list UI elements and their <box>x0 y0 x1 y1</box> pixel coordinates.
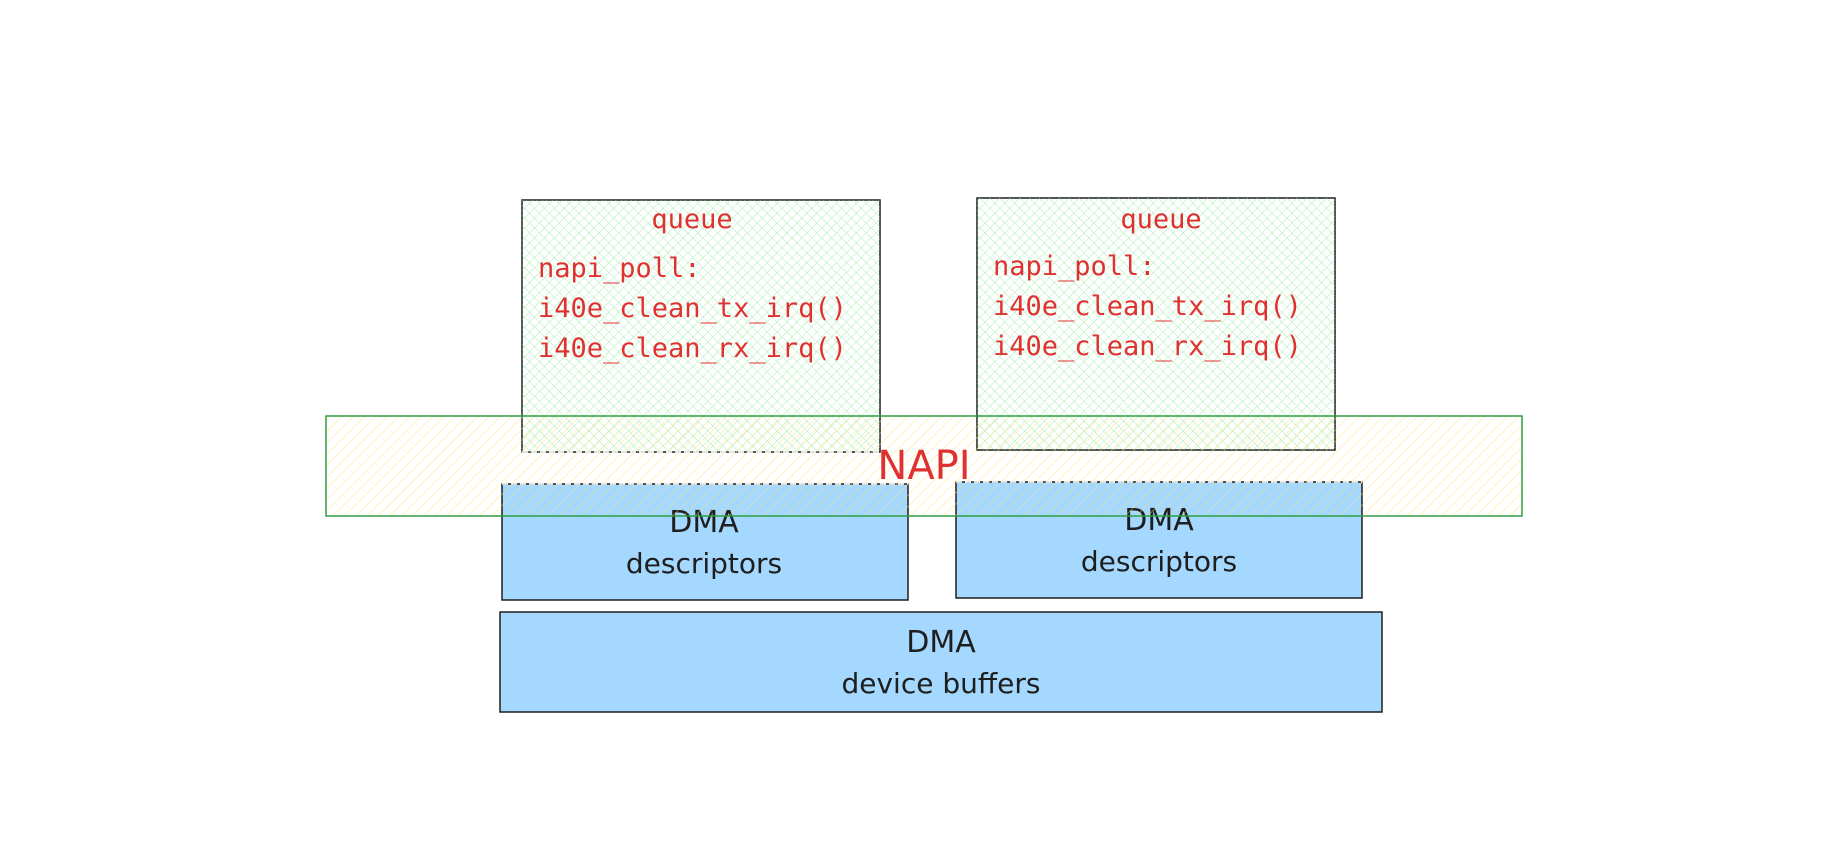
dma-descriptors-left-line2: descriptors <box>626 547 782 580</box>
queue-right-line-2: i40e_clean_tx_irq() <box>993 291 1302 322</box>
queue-hatch-left <box>522 200 880 452</box>
queue-left-line-1: napi_poll: <box>538 253 701 284</box>
queue-left-line-3: i40e_clean_rx_irq() <box>538 333 847 364</box>
queue-right-title: queue <box>1120 204 1201 235</box>
dma-device-buffers-box: DMA device buffers <box>499 611 1383 713</box>
queue-box-right: queue napi_poll: i40e_clean_tx_irq() i40… <box>976 197 1336 451</box>
queue-right-line-1: napi_poll: <box>993 251 1156 282</box>
queue-box-left: queue napi_poll: i40e_clean_tx_irq() i40… <box>521 199 881 453</box>
dma-device-buffers-line1: DMA <box>906 625 976 660</box>
queue-hatch-right <box>977 198 1335 450</box>
queue-left-title: queue <box>651 204 732 235</box>
napi-band: NAPI <box>325 415 1523 517</box>
dma-device-buffers-rect <box>499 611 1383 713</box>
queue-right-line-3: i40e_clean_rx_irq() <box>993 331 1302 362</box>
napi-label: NAPI <box>877 443 970 489</box>
dma-descriptors-right-line2: descriptors <box>1081 545 1237 578</box>
queue-left-line-2: i40e_clean_tx_irq() <box>538 293 847 324</box>
dma-device-buffers-line2: device buffers <box>841 667 1040 700</box>
napi-rect <box>325 415 1523 517</box>
